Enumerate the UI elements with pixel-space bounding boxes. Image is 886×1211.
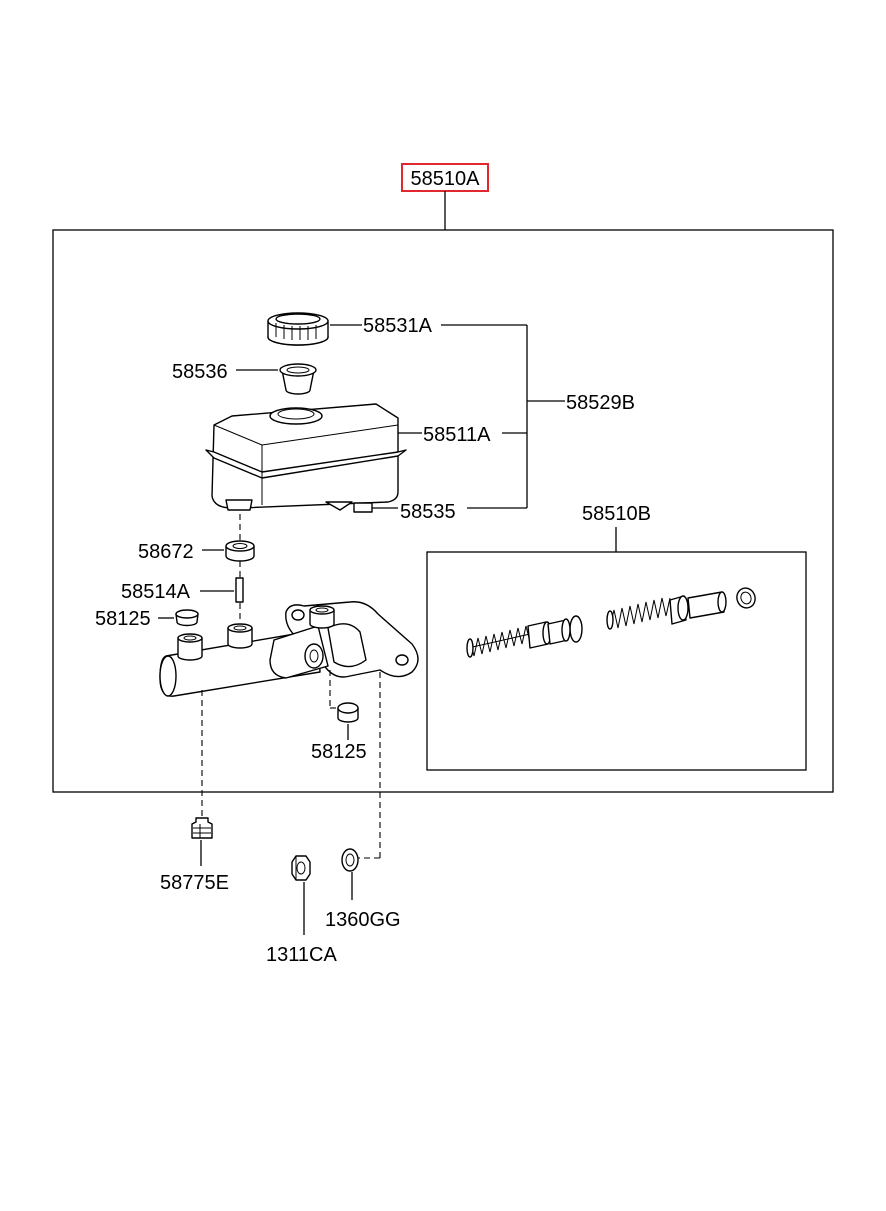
strainer-part[interactable] <box>279 363 317 395</box>
plug-bottom-part[interactable] <box>337 702 359 723</box>
label-58775E[interactable]: 58775E <box>160 872 229 894</box>
assembly-frame <box>52 229 834 793</box>
secondary-piston-part[interactable] <box>606 591 727 630</box>
reservoir-cap-part[interactable] <box>267 312 329 346</box>
label-58514A[interactable]: 58514A <box>121 581 191 603</box>
piston-kit-frame <box>426 551 807 771</box>
label-58510B[interactable]: 58510B <box>582 503 651 525</box>
reservoir-part[interactable] <box>205 403 407 513</box>
grommet-part[interactable] <box>225 540 255 562</box>
label-58511A[interactable]: 58511A <box>423 424 491 446</box>
washer-part[interactable] <box>341 848 359 872</box>
label-58536[interactable]: 58536 <box>172 361 228 383</box>
snap-ring-part[interactable] <box>734 586 758 611</box>
label-58535[interactable]: 58535 <box>400 501 456 523</box>
label-58125-top[interactable]: 58125 <box>95 608 151 630</box>
label-58529B[interactable]: 58529B <box>566 392 635 414</box>
label-58531A[interactable]: 58531A <box>363 315 433 337</box>
plug-top-part[interactable] <box>175 609 199 627</box>
label-58510A[interactable]: 58510A <box>411 168 481 190</box>
label-1360GG[interactable]: 1360GG <box>325 909 401 931</box>
label-58125-bottom[interactable]: 58125 <box>311 741 367 763</box>
master-cylinder-body[interactable] <box>159 601 419 697</box>
pin-part[interactable] <box>235 577 244 603</box>
nut-part[interactable] <box>291 855 311 881</box>
label-58672[interactable]: 58672 <box>138 541 194 563</box>
label-1311CA[interactable]: 1311CA <box>266 944 337 966</box>
bleeder-screw-part[interactable] <box>191 817 213 839</box>
primary-piston-part[interactable] <box>466 615 583 658</box>
